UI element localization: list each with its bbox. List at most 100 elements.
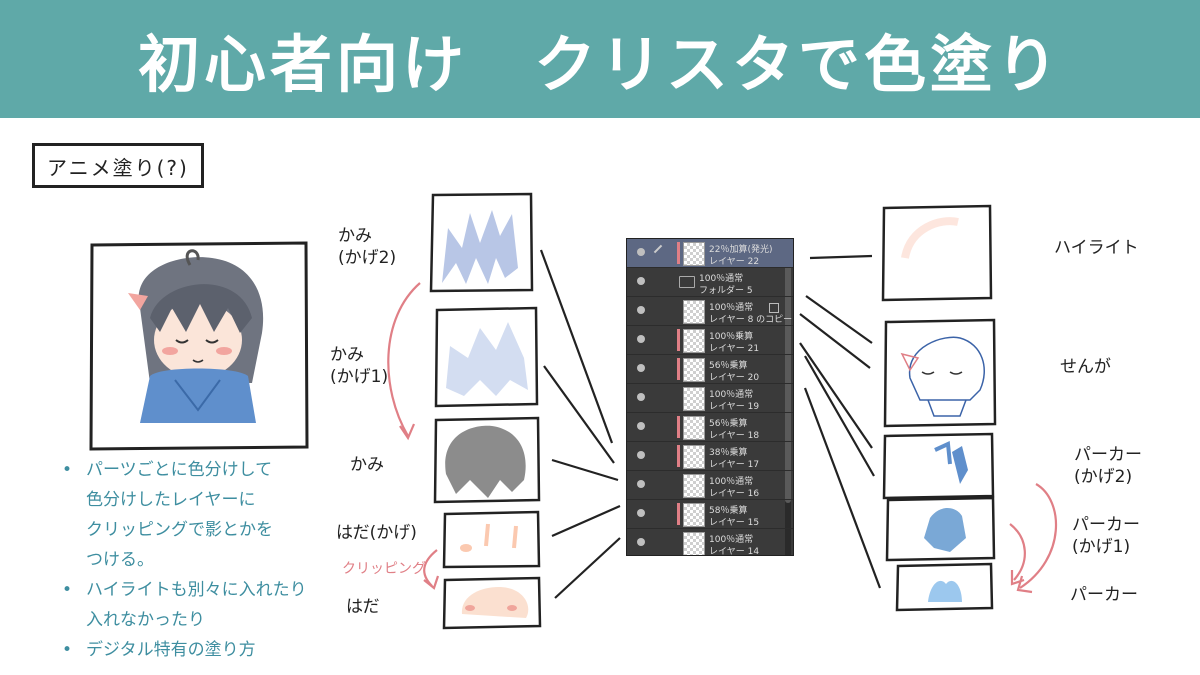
label-kami-kage1-line2: (かげ1): [330, 367, 389, 387]
notes-list: パーツごとに色分けして 色分けしたレイヤーに クリッピングで影とかを つける。 …: [58, 455, 348, 665]
layer-thumb-lineart: [883, 318, 997, 428]
layer-panel-scroll-thumb[interactable]: [785, 243, 791, 503]
label-senga: せんが: [1060, 357, 1111, 377]
layer-name: フォルダー 5: [699, 286, 753, 296]
layer-thumb-hair-shadow2: [429, 192, 534, 293]
clipping-indicator: [677, 503, 680, 525]
label-kami-kage2: かみ (かげ2): [338, 225, 396, 269]
layer-row[interactable]: 38％乗算 レイヤー 17: [627, 442, 793, 471]
layer-row-folder[interactable]: 100％通常 フォルダー 5: [627, 268, 793, 297]
character-preview: [89, 241, 309, 451]
layer-blend-mode: 100％通常: [699, 274, 744, 284]
layer-thumbnail: [683, 503, 705, 527]
layer-thumb-hair-shadow1: [434, 306, 539, 408]
note-item: パーツごとに色分けして 色分けしたレイヤーに クリッピングで影とかを つける。: [58, 455, 348, 575]
layer-row[interactable]: 100％乗算 レイヤー 21: [627, 326, 793, 355]
layer-thumbnail: [683, 474, 705, 498]
layer-blend-mode: 22％加算(発光): [709, 245, 773, 255]
layer-name: レイヤー 20: [709, 373, 760, 383]
visibility-eye-icon[interactable]: [637, 509, 645, 517]
layer-thumb-skin-shadow: [442, 510, 541, 569]
note-line: 入れなかったり: [86, 610, 205, 630]
layer-row[interactable]: 56％乗算 レイヤー 20: [627, 355, 793, 384]
pencil-icon: [653, 244, 663, 254]
label-parka-kage2-line2: (かげ2): [1074, 467, 1133, 487]
layer-thumb-parka-shadow1: [885, 496, 996, 562]
title-banner: 初心者向け クリスタで色塗り: [0, 0, 1200, 118]
layer-thumbnail: [683, 329, 705, 353]
layer-name: レイヤー 21: [709, 344, 760, 354]
section-title: アニメ塗り(?): [32, 143, 204, 188]
layer-row[interactable]: 58％乗算 レイヤー 15: [627, 500, 793, 529]
label-hada-kage: はだ(かげ): [336, 523, 417, 543]
layer-panel[interactable]: 22％加算(発光) レイヤー 22 100％通常 フォルダー 5 100％通常 …: [626, 238, 794, 556]
visibility-eye-icon[interactable]: [637, 248, 645, 256]
note-line: ハイライトも別々に入れたり: [86, 580, 307, 600]
visibility-eye-icon[interactable]: [637, 393, 645, 401]
layer-thumb-parka: [895, 562, 994, 612]
label-highlight: ハイライト: [1054, 238, 1139, 258]
layer-blend-mode: 56％乗算: [709, 361, 748, 371]
label-kami: かみ: [350, 455, 384, 475]
visibility-eye-icon[interactable]: [637, 422, 645, 430]
layer-row[interactable]: 56％乗算 レイヤー 18: [627, 413, 793, 442]
visibility-eye-icon[interactable]: [637, 364, 645, 372]
label-parka-kage1-line2: (かげ1): [1072, 537, 1131, 557]
clipping-arrows: [387, 282, 1058, 594]
layer-name: レイヤー 15: [709, 518, 760, 528]
layer-row[interactable]: 100％通常 レイヤー 8 のコピー: [627, 297, 793, 326]
layer-row[interactable]: 100％通常 レイヤー 14: [627, 529, 793, 556]
layer-blend-mode: 58％乗算: [709, 506, 748, 516]
layer-row[interactable]: 22％加算(発光) レイヤー 22: [627, 239, 793, 268]
layer-thumbnail: [683, 532, 705, 555]
visibility-eye-icon[interactable]: [637, 306, 645, 314]
layer-row[interactable]: 100％通常 レイヤー 19: [627, 384, 793, 413]
layer-thumbnail: [683, 300, 705, 324]
folder-icon: [679, 276, 695, 288]
visibility-eye-icon[interactable]: [637, 277, 645, 285]
note-item: ハイライトも別々に入れたり 入れなかったり: [58, 575, 348, 635]
layer-blend-mode: 100％通常: [709, 303, 754, 313]
visibility-eye-icon[interactable]: [637, 480, 645, 488]
banner-title: 初心者向け クリスタで色塗り: [137, 28, 1062, 101]
note-line: デジタル特有の塗り方: [86, 640, 256, 660]
layer-thumbnail: [683, 387, 705, 411]
layer-name: レイヤー 22: [709, 257, 760, 267]
layer-blend-mode: 56％乗算: [709, 419, 748, 429]
label-parka-kage1-line1: パーカー: [1072, 515, 1140, 535]
visibility-eye-icon[interactable]: [637, 451, 645, 459]
label-kami-kage2-line2: (かげ2): [338, 248, 397, 268]
layer-blend-mode: 100％通常: [709, 390, 754, 400]
note-line: 色分けしたレイヤーに: [86, 490, 256, 510]
layer-thumb-hair: [433, 416, 541, 504]
layer-thumbnail: [683, 445, 705, 469]
clipping-indicator: [677, 416, 680, 438]
label-parka-kage2: パーカー (かげ2): [1074, 444, 1142, 488]
label-clipping: クリッピング: [342, 561, 426, 577]
clipping-indicator: [677, 358, 680, 380]
layer-name: レイヤー 18: [709, 431, 760, 441]
layer-thumbnail: [683, 416, 705, 440]
layer-thumb-skin: [442, 576, 542, 630]
layer-name: レイヤー 17: [709, 460, 760, 470]
layer-thumbnail: [683, 242, 705, 266]
layer-name: レイヤー 14: [709, 547, 760, 556]
layer-thumbnail: [683, 358, 705, 382]
layer-blend-mode: 100％通常: [709, 535, 754, 545]
layer-thumb-highlight: [881, 204, 993, 302]
label-parka-kage1: パーカー (かげ1): [1072, 514, 1140, 558]
label-kami-kage1: かみ (かげ1): [330, 344, 388, 388]
layer-blend-mode: 38％乗算: [709, 448, 748, 458]
label-kami-kage1-line1: かみ: [330, 345, 364, 365]
layer-name: レイヤー 8 のコピー: [709, 315, 793, 325]
visibility-eye-icon[interactable]: [637, 335, 645, 343]
note-line: クリッピングで影とかを: [86, 520, 273, 540]
clipping-indicator: [677, 329, 680, 351]
layer-row[interactable]: 100％通常 レイヤー 16: [627, 471, 793, 500]
layer-blend-mode: 100％通常: [709, 477, 754, 487]
label-parka-kage2-line1: パーカー: [1074, 445, 1142, 465]
visibility-eye-icon[interactable]: [637, 538, 645, 546]
layer-name: レイヤー 16: [709, 489, 760, 499]
illustration-canvas: [89, 192, 1058, 630]
label-hada: はだ: [346, 597, 380, 617]
